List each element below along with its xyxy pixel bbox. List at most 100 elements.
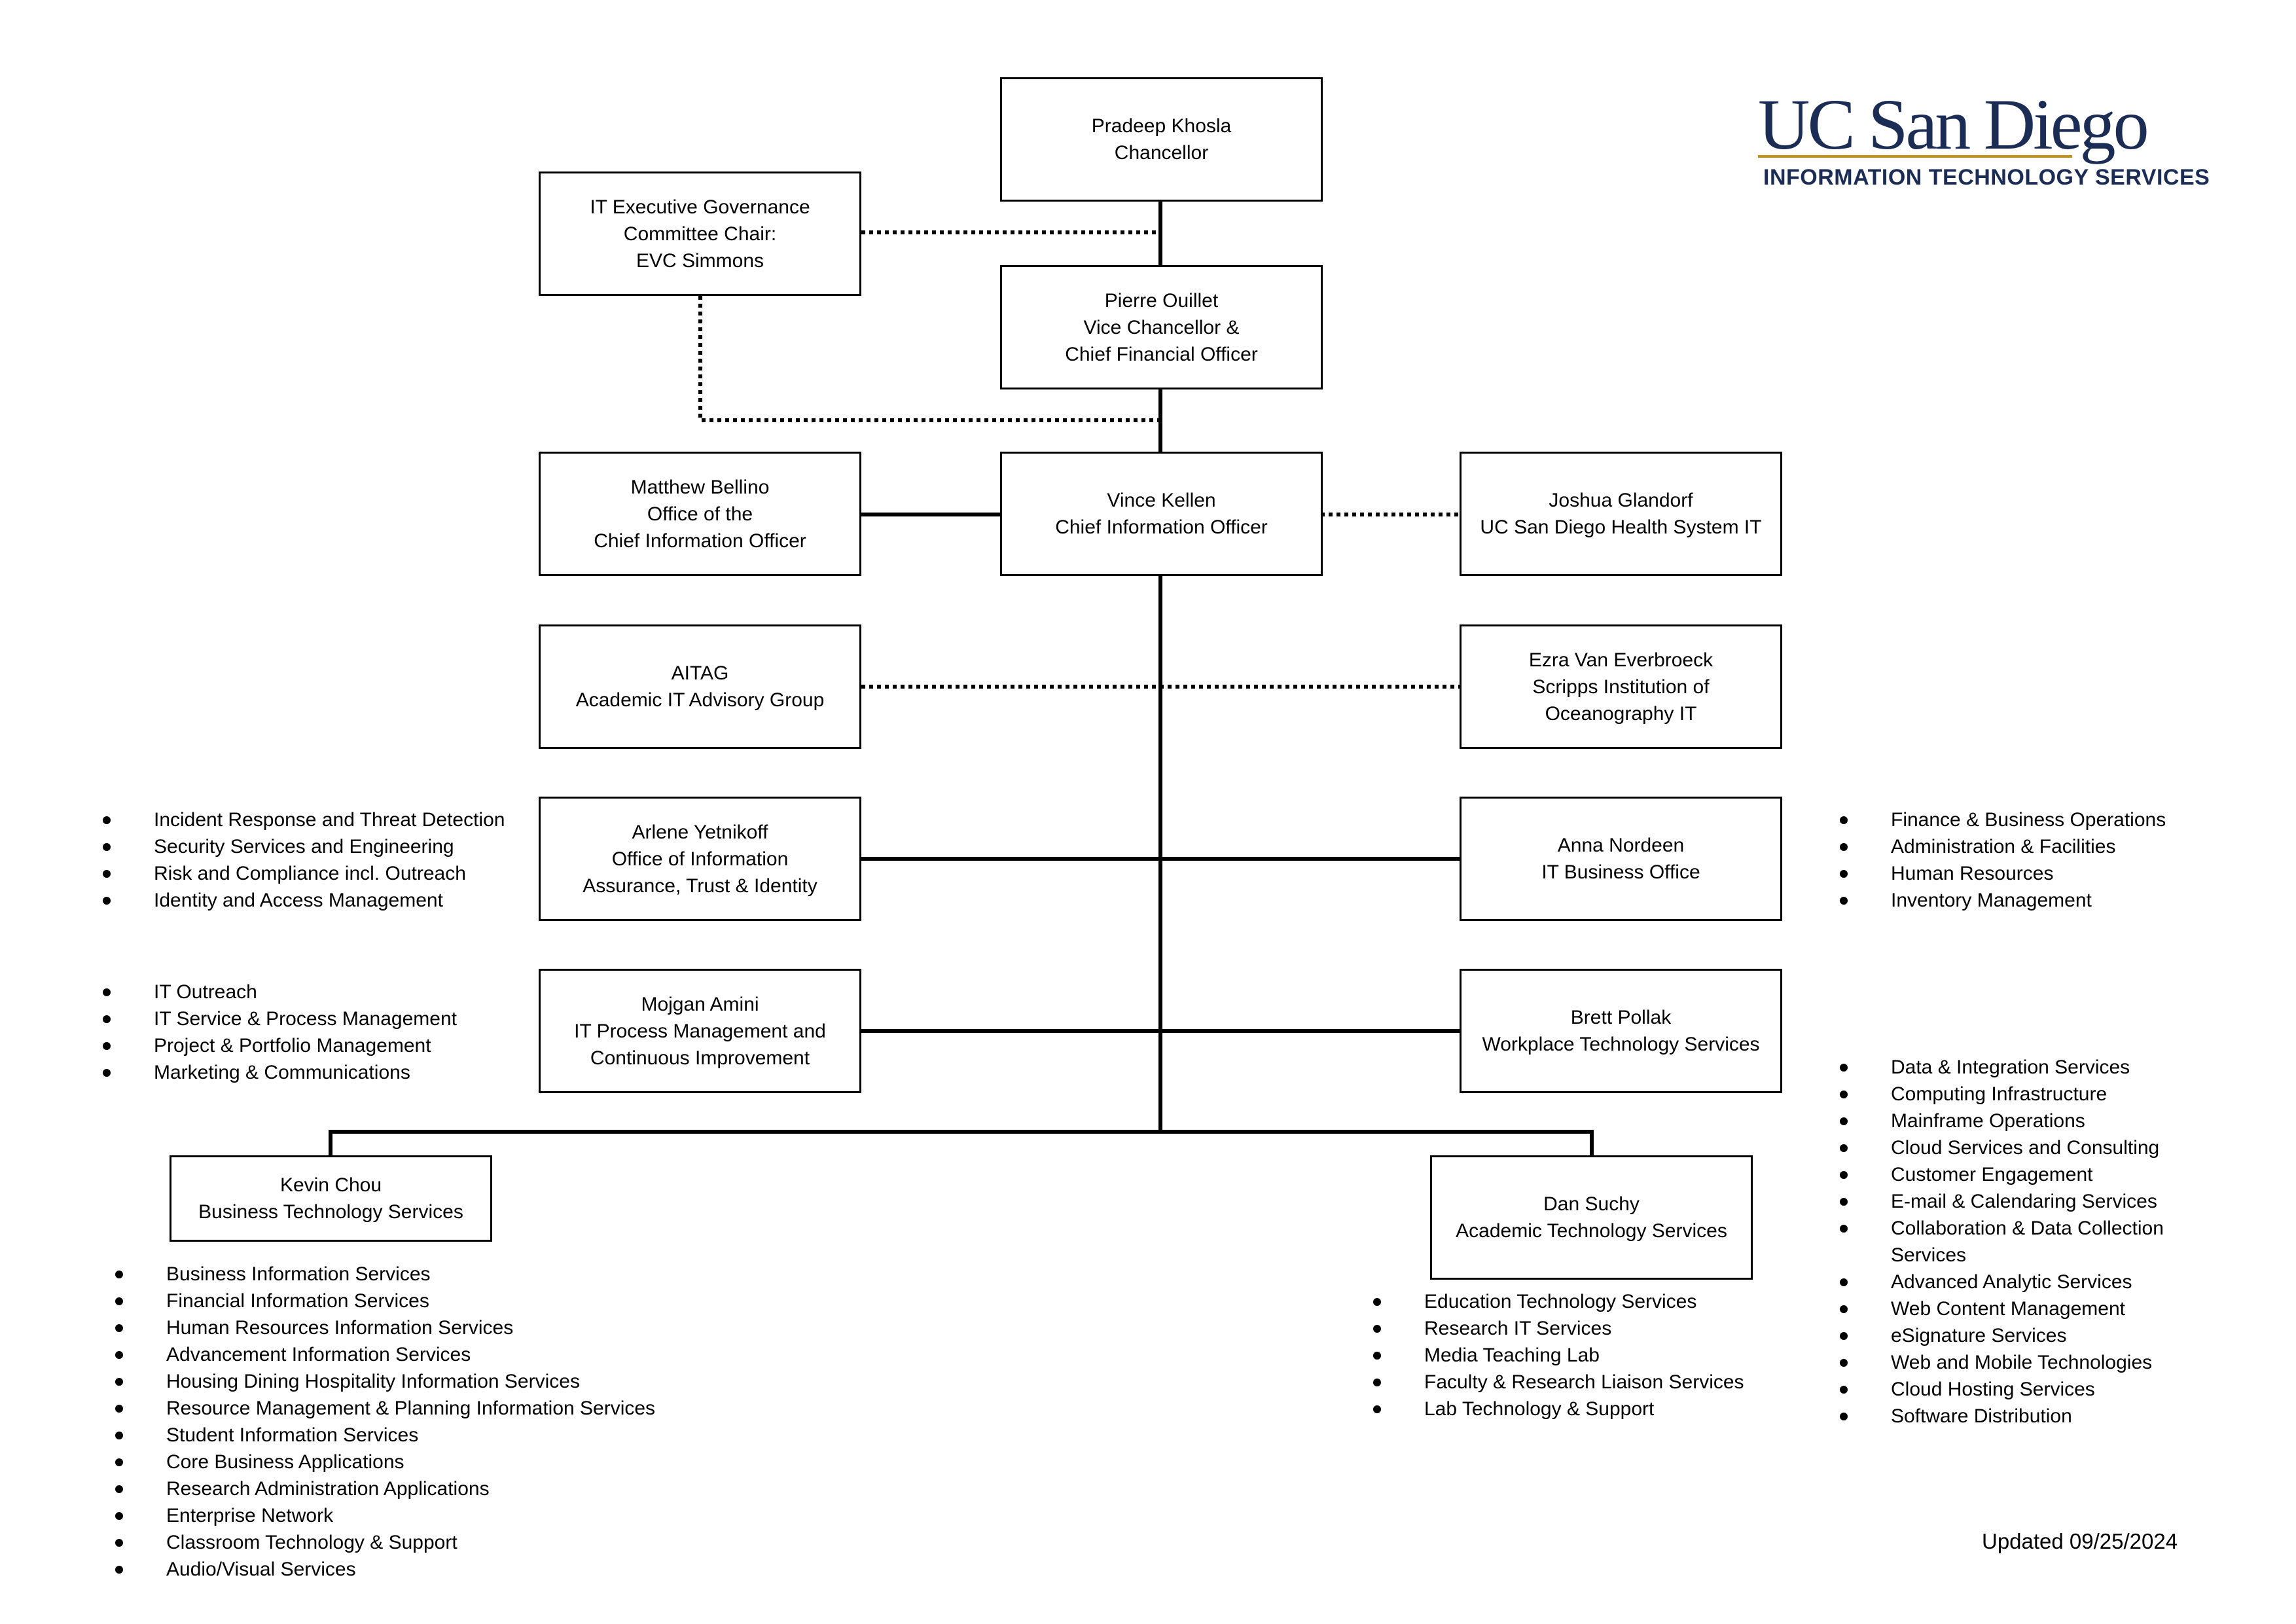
cfo-title-1: Vice Chancellor &: [1083, 316, 1240, 338]
list-item: Lab Technology & Support: [1373, 1396, 1744, 1422]
cio-title: Chief Information Officer: [1055, 516, 1268, 538]
list-item: Media Teaching Lab: [1373, 1342, 1744, 1369]
list-item: Housing Dining Hospitality Information S…: [115, 1368, 655, 1395]
list-item: Core Business Applications: [115, 1449, 655, 1475]
governance-line-1: IT Executive Governance: [590, 196, 810, 218]
scripps-name: Ezra Van Everbroeck: [1528, 649, 1713, 671]
iatid-title-2: Assurance, Trust & Identity: [583, 875, 817, 897]
governance-line-2: Committee Chair:: [623, 223, 777, 245]
list-item: IT Service & Process Management: [103, 1005, 457, 1032]
list-item: Project & Portfolio Management: [103, 1032, 457, 1059]
box-bts: Kevin Chou Business Technology Services: [170, 1155, 492, 1242]
box-iatid: Arlene Yetnikoff Office of Information A…: [539, 797, 861, 921]
itpm-name: Mojgan Amini: [641, 993, 759, 1015]
list-item: E-mail & Calendaring Services: [1840, 1188, 2207, 1215]
list-item: Cloud Hosting Services: [1840, 1376, 2207, 1403]
ocio-name: Matthew Bellino: [630, 476, 770, 498]
bts-services-list: Business Information Services Financial …: [115, 1261, 655, 1583]
ocio-title-2: Chief Information Officer: [594, 530, 806, 552]
list-item: Student Information Services: [115, 1422, 655, 1449]
list-item: Data & Integration Services: [1840, 1054, 2207, 1081]
iatid-title-1: Office of Information: [611, 848, 789, 870]
list-item: Financial Information Services: [115, 1288, 655, 1314]
ocio-title-1: Office of the: [647, 503, 753, 525]
logo-wordmark: UC San Diego: [1758, 84, 2149, 164]
logo-gold-rule: [1758, 155, 2072, 158]
list-item: Web Content Management: [1840, 1295, 2207, 1322]
iatid-services-list: Incident Response and Threat Detection S…: [102, 806, 505, 914]
chancellor-name: Pradeep Khosla: [1091, 115, 1232, 137]
itpm-title-1: IT Process Management and: [574, 1020, 826, 1042]
list-item: Audio/Visual Services: [115, 1556, 655, 1583]
scripps-title-2: Oceanography IT: [1545, 702, 1697, 725]
updated-date: Updated 09/25/2024: [1982, 1529, 2178, 1553]
list-item: Business Information Services: [115, 1261, 655, 1288]
health-title: UC San Diego Health System IT: [1480, 516, 1762, 538]
list-item: Risk and Compliance incl. Outreach: [102, 860, 505, 887]
list-item: Cloud Services and Consulting: [1840, 1134, 2207, 1161]
cfo-name: Pierre Ouillet: [1104, 289, 1219, 312]
bts-name: Kevin Chou: [279, 1174, 382, 1196]
box-chancellor: Pradeep Khosla Chancellor: [1000, 77, 1323, 202]
ats-title: Academic Technology Services: [1456, 1220, 1727, 1242]
aitag-name: AITAG: [671, 662, 729, 684]
list-item: Inventory Management: [1839, 887, 2166, 914]
list-item: IT Outreach: [103, 979, 457, 1005]
list-item: Web and Mobile Technologies: [1840, 1349, 2207, 1376]
bfin-name: Anna Nordeen: [1557, 835, 1685, 856]
box-wts: Brett Pollak Workplace Technology Servic…: [1460, 969, 1782, 1093]
bts-title: Business Technology Services: [198, 1201, 463, 1223]
iatid-name: Arlene Yetnikoff: [632, 821, 768, 843]
list-item: Marketing & Communications: [103, 1059, 457, 1086]
scripps-title-1: Scripps Institution of: [1532, 676, 1710, 698]
box-governance: IT Executive Governance Committee Chair:…: [539, 171, 861, 296]
list-item: Advancement Information Services: [115, 1341, 655, 1368]
list-item: Education Technology Services: [1373, 1288, 1744, 1315]
list-item: Software Distribution: [1840, 1403, 2207, 1430]
list-item: Incident Response and Threat Detection: [102, 806, 505, 833]
wts-services-list: Data & Integration Services Computing In…: [1840, 1054, 2207, 1430]
list-item: Collaboration & Data Collection Services: [1840, 1215, 2207, 1269]
list-item: Resource Management & Planning Informati…: [115, 1395, 655, 1422]
line-bts-ats-bar: [329, 1130, 1594, 1157]
list-item: Finance & Business Operations: [1839, 806, 2166, 833]
list-item: Faculty & Research Liaison Services: [1373, 1369, 1744, 1396]
ats-services-list: Education Technology Services Research I…: [1373, 1288, 1744, 1422]
list-item: Human Resources: [1839, 860, 2166, 887]
box-bfin: Anna Nordeen IT Business Office: [1460, 797, 1782, 921]
box-itpm: Mojgan Amini IT Process Management and C…: [539, 969, 861, 1093]
list-item: Research Administration Applications: [115, 1475, 655, 1502]
box-aitag: AITAG Academic IT Advisory Group: [539, 624, 861, 749]
box-ats: Dan Suchy Academic Technology Services: [1430, 1155, 1753, 1280]
governance-line-3: EVC Simmons: [636, 249, 764, 272]
itpm-title-2: Continuous Improvement: [590, 1047, 810, 1069]
itpm-services-list: IT Outreach IT Service & Process Managem…: [103, 979, 457, 1086]
box-health: Joshua Glandorf UC San Diego Health Syst…: [1460, 452, 1782, 576]
cfo-title-2: Chief Financial Officer: [1065, 343, 1258, 365]
box-ocio: Matthew Bellino Office of the Chief Info…: [539, 452, 861, 576]
list-item: Customer Engagement: [1840, 1161, 2207, 1188]
uc-san-diego-logo: UC San Diego: [1758, 88, 2149, 160]
logo-subtitle: INFORMATION TECHNOLOGY SERVICES: [1763, 165, 2210, 190]
list-item: Enterprise Network: [115, 1502, 655, 1529]
box-scripps: Ezra Van Everbroeck Scripps Institution …: [1460, 624, 1782, 749]
chancellor-title: Chancellor: [1114, 142, 1209, 164]
list-item: Classroom Technology & Support: [115, 1529, 655, 1556]
dotted-governance-cfo: [698, 296, 1160, 422]
wts-name: Brett Pollak: [1570, 1007, 1672, 1028]
list-item: Security Services and Engineering: [102, 833, 505, 860]
aitag-title: Academic IT Advisory Group: [575, 689, 825, 711]
health-name: Joshua Glandorf: [1549, 490, 1693, 511]
list-item: Research IT Services: [1373, 1315, 1744, 1342]
list-item: Administration & Facilities: [1839, 833, 2166, 860]
box-cio: Vince Kellen Chief Information Officer: [1000, 452, 1323, 576]
list-item: eSignature Services: [1840, 1322, 2207, 1349]
list-item: Human Resources Information Services: [115, 1314, 655, 1341]
list-item: Identity and Access Management: [102, 887, 505, 914]
cio-name: Vince Kellen: [1107, 490, 1216, 511]
wts-title: Workplace Technology Services: [1482, 1034, 1760, 1055]
bfin-services-list: Finance & Business Operations Administra…: [1839, 806, 2166, 914]
list-item: Mainframe Operations: [1840, 1108, 2207, 1134]
box-cfo: Pierre Ouillet Vice Chancellor & Chief F…: [1000, 265, 1323, 389]
